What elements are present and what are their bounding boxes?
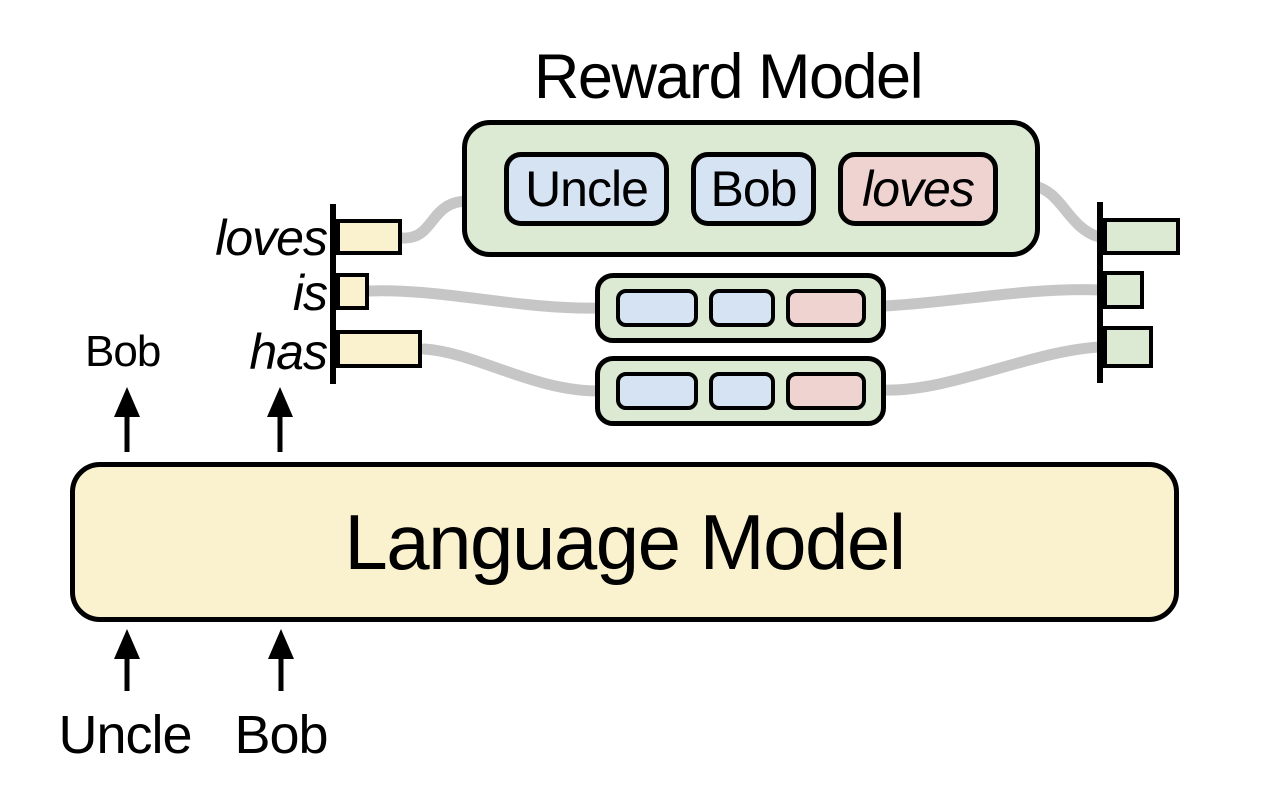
arrow-lm-input-1 xyxy=(114,629,140,691)
left-chart-bar-is xyxy=(336,273,369,310)
connector-has-to-row2 xyxy=(418,343,606,397)
right-chart-bar-3 xyxy=(1103,326,1153,368)
lm-input-label-bob: Bob xyxy=(234,705,328,765)
reward-token-bob: Bob xyxy=(691,151,816,226)
reward-token-loves: loves xyxy=(838,151,998,226)
candidate-row-2-token-2 xyxy=(708,372,775,410)
language-model-box: Language Model xyxy=(70,462,1179,622)
candidate-row-1-token-3 xyxy=(785,289,866,327)
arrow-lm-output-1 xyxy=(114,387,140,452)
left-chart-label-has: has xyxy=(249,324,328,380)
connector-loves-to-reward-box xyxy=(396,195,476,244)
left-chart-label-loves: loves xyxy=(215,210,328,266)
candidate-row-2 xyxy=(595,356,886,426)
right-chart-bar-1 xyxy=(1103,218,1180,255)
reward-token-uncle: Uncle xyxy=(504,151,669,226)
language-model-label: Language Model xyxy=(344,497,906,586)
reward-model-box: Uncle Bob loves xyxy=(462,120,1040,257)
right-chart-bar-2 xyxy=(1103,271,1144,309)
lm-input-label-uncle: Uncle xyxy=(58,705,192,765)
left-chart-label-is: is xyxy=(292,265,328,321)
arrow-lm-input-2 xyxy=(268,629,294,691)
left-chart-bar-loves xyxy=(336,219,402,255)
candidate-row-2-token-1 xyxy=(615,372,698,410)
left-chart-bar-has xyxy=(336,330,422,368)
lm-output-token-label: Bob xyxy=(85,327,161,376)
connector-row2-to-bar3 xyxy=(878,341,1106,396)
arrow-lm-output-2 xyxy=(267,387,293,452)
connector-row1-to-bar2 xyxy=(878,284,1106,312)
candidate-row-2-token-3 xyxy=(785,372,866,410)
candidate-row-1-token-1 xyxy=(615,289,698,327)
connector-is-to-row1 xyxy=(363,285,606,314)
candidate-row-1-token-2 xyxy=(708,289,775,327)
candidate-row-1 xyxy=(595,273,886,343)
reward-model-title: Reward Model xyxy=(533,42,924,112)
connector-reward-box-to-bar1 xyxy=(1028,180,1105,243)
